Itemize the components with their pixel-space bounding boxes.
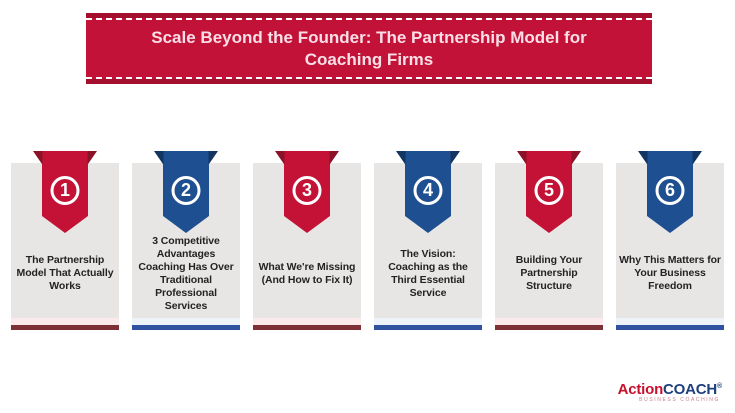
- step-number: 6: [655, 176, 685, 205]
- step-label: Why This Matters for Your Business Freed…: [619, 254, 721, 292]
- title-banner-dashed-frame: Scale Beyond the Founder: The Partnershi…: [86, 18, 652, 79]
- ribbon-badge-icon: 3: [275, 151, 339, 233]
- step-label: 3 Competitive Advantages Coaching Has Ov…: [138, 234, 234, 312]
- step-label: The Vision: Coaching as the Third Essent…: [388, 247, 468, 299]
- step-number: 4: [413, 176, 443, 205]
- step-card-4: 4 The Vision: Coaching as the Third Esse…: [374, 151, 482, 330]
- step-label: Building Your Partnership Structure: [515, 254, 583, 292]
- ribbon-badge-icon: 4: [396, 151, 460, 233]
- step-number: 2: [171, 176, 201, 205]
- card-accent-strip: [11, 318, 119, 325]
- logo-brand-action: Action: [617, 381, 664, 398]
- card-accent-strip: [495, 318, 603, 325]
- card-accent-strip: [132, 318, 240, 325]
- ribbon-badge-icon: 6: [638, 151, 702, 233]
- card-bottom-bar: [253, 325, 361, 330]
- step-card-6: 6 Why This Matters for Your Business Fre…: [616, 151, 724, 330]
- card-bottom-bar: [11, 325, 119, 330]
- step-cards-row: 1 The Partnership Model That Actually Wo…: [11, 151, 724, 330]
- title-banner: Scale Beyond the Founder: The Partnershi…: [86, 13, 652, 84]
- card-accent-strip: [616, 318, 724, 325]
- step-card-1: 1 The Partnership Model That Actually Wo…: [11, 151, 119, 330]
- step-label: What We're Missing (And How to Fix It): [258, 260, 356, 286]
- ribbon-badge-icon: 5: [517, 151, 581, 233]
- card-accent-strip: [374, 318, 482, 325]
- logo-tagline: BUSINESS COACHING: [639, 397, 720, 403]
- step-number: 3: [292, 176, 322, 205]
- ribbon-badge-icon: 2: [154, 151, 218, 233]
- card-accent-strip: [253, 318, 361, 325]
- step-card-3: 3 What We're Missing (And How to Fix It): [253, 151, 361, 330]
- card-bottom-bar: [132, 325, 240, 330]
- card-bottom-bar: [495, 325, 603, 330]
- step-card-5: 5 Building Your Partnership Structure: [495, 151, 603, 330]
- ribbon-badge-icon: 1: [33, 151, 97, 233]
- logo-brand-coach: COACH: [663, 381, 718, 398]
- page-title: Scale Beyond the Founder: The Partnershi…: [151, 27, 587, 69]
- step-number: 1: [50, 176, 80, 205]
- step-card-2: 2 3 Competitive Advantages Coaching Has …: [132, 151, 240, 330]
- step-label: The Partnership Model That Actually Work…: [16, 254, 114, 292]
- step-number: 5: [534, 176, 564, 205]
- registered-trademark-icon: ®: [717, 383, 722, 390]
- actioncoach-logo: ActionCOACH® BUSINESS COACHING: [617, 381, 723, 403]
- card-bottom-bar: [374, 325, 482, 330]
- card-bottom-bar: [616, 325, 724, 330]
